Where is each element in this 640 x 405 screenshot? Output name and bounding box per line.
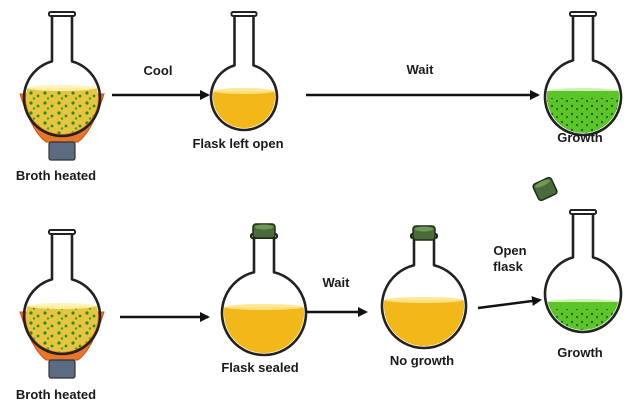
burner-icon (48, 141, 76, 161)
broth-heated-label-2: Broth heated (16, 387, 96, 402)
flask-left-open (209, 11, 279, 132)
flask-glass (380, 236, 468, 350)
flask-liquid (384, 300, 464, 346)
flask-sealed (220, 223, 308, 357)
burner-icon (48, 359, 76, 379)
flask-liquid (547, 302, 619, 330)
broth-heated-label-1: Broth heated (16, 168, 96, 183)
flask-liquid (224, 307, 304, 353)
flask-sealed-label: Flask sealed (221, 360, 298, 375)
wait-label-2: Wait (323, 275, 351, 290)
open-flask-label-line1: Open (493, 243, 526, 258)
flask-glass (209, 14, 279, 132)
flask-heated-1 (19, 11, 105, 161)
flask-no-growth (380, 225, 468, 350)
flask-growth-1 (543, 11, 623, 137)
flask-left-open-label: Flask left open (192, 136, 283, 151)
arrow-open-flask (477, 296, 542, 310)
growth-label-2: Growth (557, 345, 603, 360)
no-growth-label: No growth (390, 353, 454, 368)
flask-glass (543, 14, 623, 137)
flask-heated-2 (19, 229, 105, 379)
growth-label-1: Growth (557, 130, 603, 145)
flask-glass (543, 212, 623, 334)
flask-glass (22, 14, 102, 138)
removed-stopper (532, 176, 558, 202)
wait-label-1: Wait (407, 62, 435, 77)
flask-liquid (547, 91, 619, 133)
flask-glass (22, 232, 102, 356)
cool-label: Cool (144, 63, 173, 78)
flask-glass (220, 236, 308, 357)
open-flask-label-line2: flask (493, 259, 523, 274)
